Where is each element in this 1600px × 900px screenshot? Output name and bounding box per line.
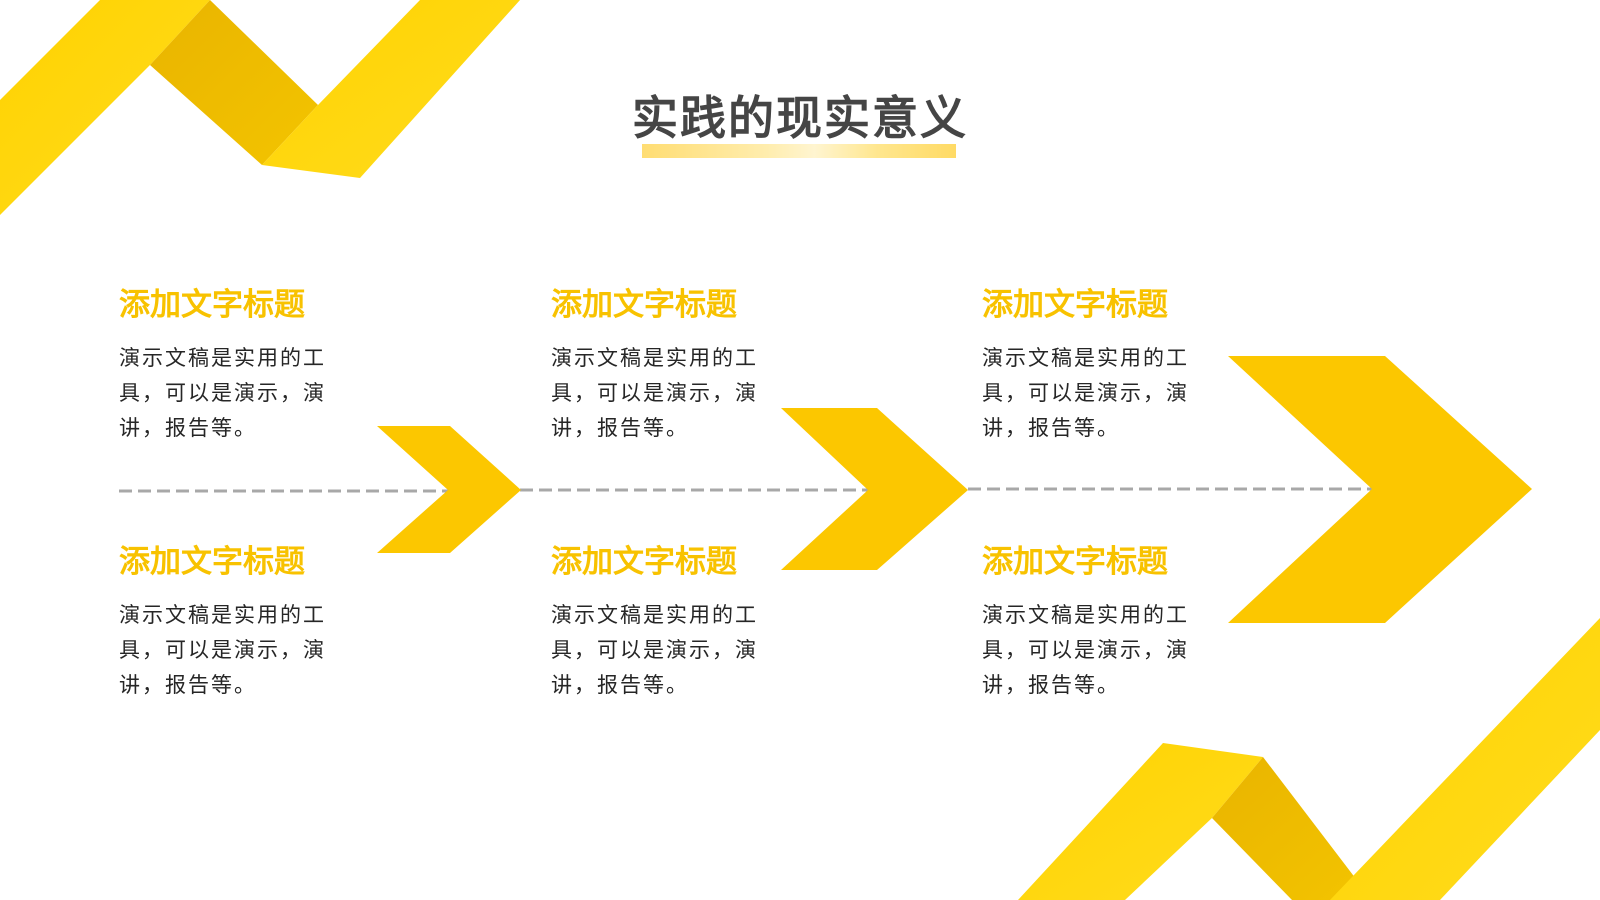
step-heading: 添加文字标题 bbox=[982, 287, 1168, 323]
step-2-top-block: 添加文字标题 演示文稿是实用的工具，可以是演示，演讲，报告等。 bbox=[551, 285, 811, 446]
page-title: 实践的现实意义 bbox=[632, 91, 968, 145]
step-1-top-block: 添加文字标题 演示文稿是实用的工具，可以是演示，演讲，报告等。 bbox=[119, 285, 379, 446]
step-heading: 添加文字标题 bbox=[551, 544, 737, 580]
chevron-arrow-icon bbox=[781, 408, 968, 570]
step-2-bottom-block: 添加文字标题 演示文稿是实用的工具，可以是演示，演讲，报告等。 bbox=[551, 542, 811, 703]
top-left-ribbon bbox=[0, 0, 520, 215]
step-heading: 添加文字标题 bbox=[982, 544, 1168, 580]
title-underline bbox=[642, 144, 956, 158]
step-description: 演示文稿是实用的工具，可以是演示，演讲，报告等。 bbox=[119, 603, 326, 697]
bottom-right-ribbon bbox=[1018, 618, 1600, 900]
step-3-top-block: 添加文字标题 演示文稿是实用的工具，可以是演示，演讲，报告等。 bbox=[982, 285, 1242, 446]
step-description: 演示文稿是实用的工具，可以是演示，演讲，报告等。 bbox=[551, 346, 758, 440]
step-heading: 添加文字标题 bbox=[119, 287, 305, 323]
step-description: 演示文稿是实用的工具，可以是演示，演讲，报告等。 bbox=[982, 346, 1189, 440]
step-heading: 添加文字标题 bbox=[119, 544, 305, 580]
timeline-line bbox=[119, 487, 1372, 493]
step-1-bottom-block: 添加文字标题 演示文稿是实用的工具，可以是演示，演讲，报告等。 bbox=[119, 542, 379, 703]
step-description: 演示文稿是实用的工具，可以是演示，演讲，报告等。 bbox=[119, 346, 326, 440]
step-description: 演示文稿是实用的工具，可以是演示，演讲，报告等。 bbox=[551, 603, 758, 697]
step-3-bottom-block: 添加文字标题 演示文稿是实用的工具，可以是演示，演讲，报告等。 bbox=[982, 542, 1242, 703]
step-description: 演示文稿是实用的工具，可以是演示，演讲，报告等。 bbox=[982, 603, 1189, 697]
chevron-arrow-icon bbox=[1228, 356, 1532, 623]
step-heading: 添加文字标题 bbox=[551, 287, 737, 323]
chevron-arrow-icon bbox=[377, 426, 521, 553]
